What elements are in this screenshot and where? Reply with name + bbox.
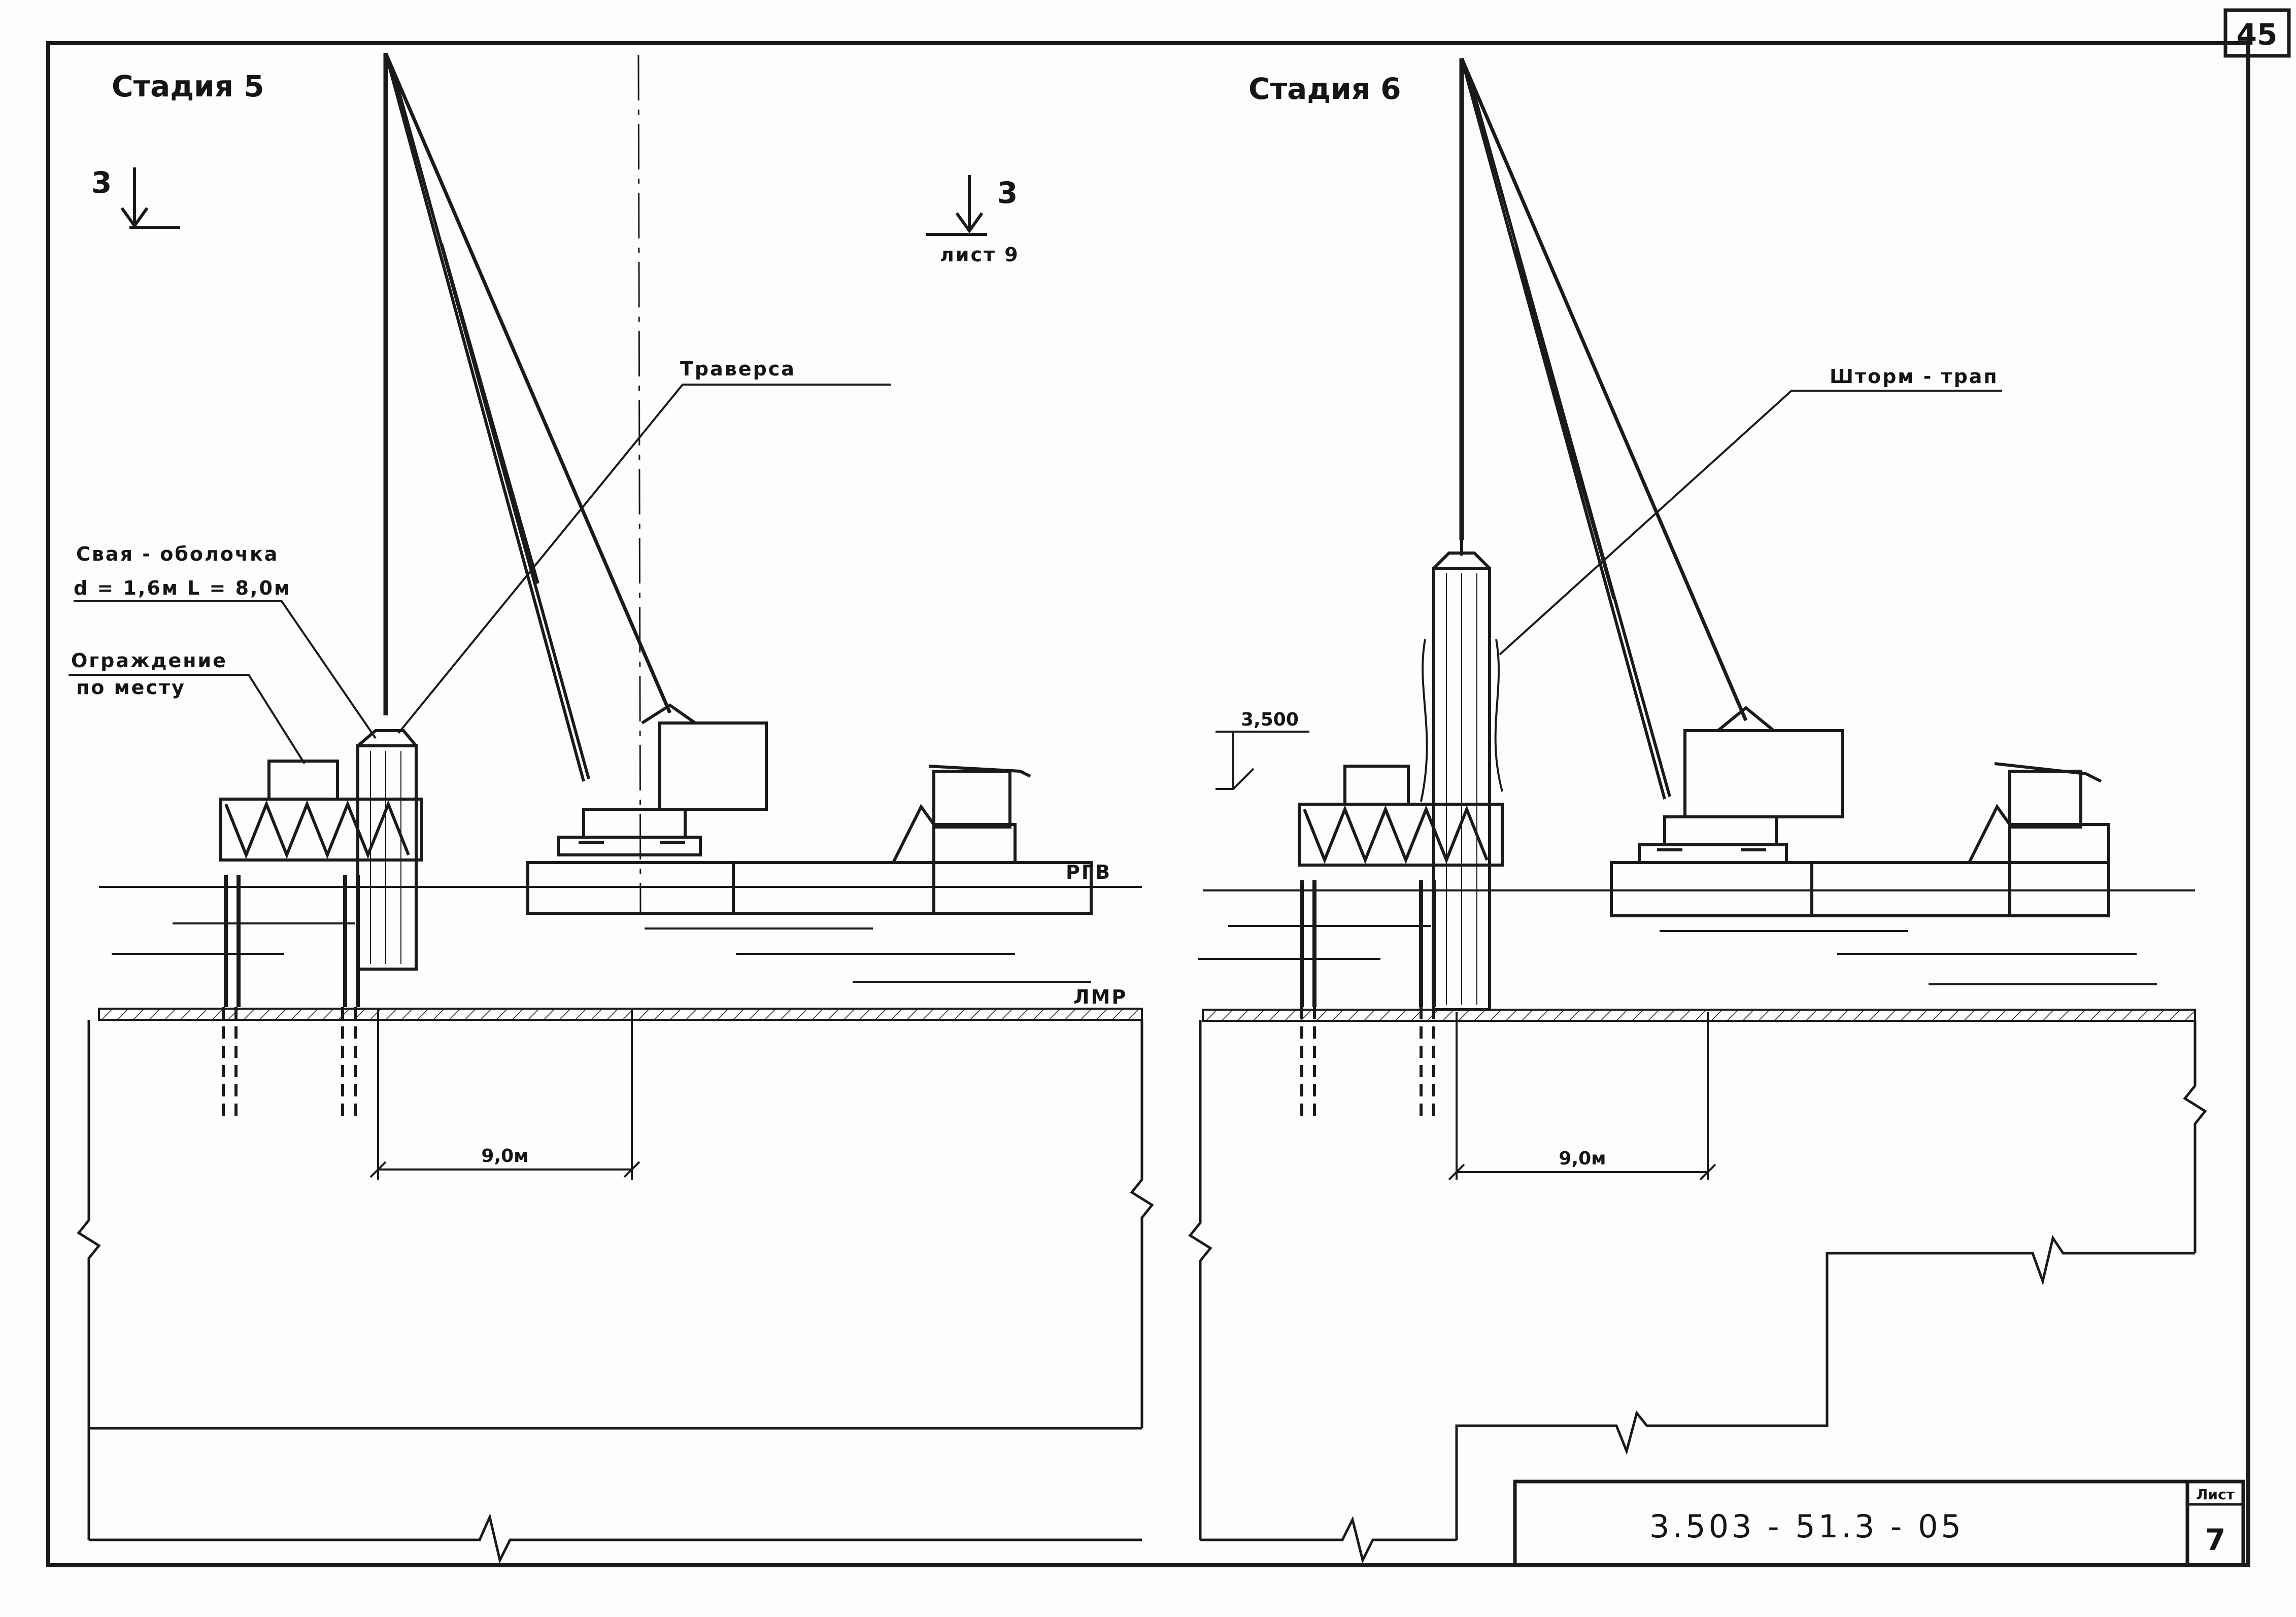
barge-stage-6 [1610, 762, 2110, 917]
label-storm-ladder: Шторм - трап [1830, 365, 1999, 388]
section-right-number: 3 [997, 176, 1018, 210]
label-fence-2: по месту [76, 676, 186, 699]
crane-stage-5 [383, 52, 768, 914]
label-pile-shell-1: Свая - оболочка [76, 543, 279, 565]
break-lines-stage-5 [77, 1020, 1154, 1564]
section-marker-left [120, 167, 180, 229]
label-fence-1: Ограждение [71, 649, 227, 672]
dimension-line-right [1448, 1012, 1716, 1181]
seabed-stage-5 [98, 1008, 1143, 1021]
label-pile-shell-2: d = 1,6м L = 8,0м [74, 577, 291, 599]
dimension-line-left [369, 1010, 640, 1180]
section-marker-right [926, 175, 987, 236]
leader-fence [69, 674, 306, 765]
leader-storm-ladder [1499, 390, 2002, 656]
water-level-high-left: РГВ [1066, 861, 1111, 883]
elevation-value: 3,500 [1241, 709, 1299, 730]
crane-stage-6 [1459, 57, 1844, 864]
pile-shell-stage-6 [1420, 540, 1503, 1011]
platform-stage-5 [219, 760, 423, 1116]
barge-stage-5 [526, 765, 1093, 915]
elevation-marker [1215, 731, 1309, 790]
section-left-number: 3 [91, 165, 112, 200]
water-stage-6 [1198, 889, 2195, 985]
seabed-stage-6 [1202, 1009, 2196, 1022]
stage-5-title: Стадия 5 [112, 69, 264, 104]
water-stage-5 [99, 886, 1142, 983]
leader-pile-shell [74, 600, 377, 739]
leader-traverse [397, 384, 891, 734]
dimension-right: 9,0м [1559, 1148, 1606, 1169]
sheet-number: 7 [2205, 1523, 2225, 1557]
label-traverse: Траверса [680, 358, 796, 380]
platform-stage-6 [1298, 765, 1504, 1116]
water-level-low-left: ЛМР [1073, 986, 1127, 1008]
break-lines-stage-6 [1188, 1020, 2207, 1564]
sheet-label: Лист [2196, 1486, 2235, 1503]
page-number: 45 [2237, 17, 2278, 52]
page-number-box [2223, 8, 2291, 58]
stage-6-title: Стадия 6 [1248, 72, 1401, 106]
sheet-frame [46, 41, 2250, 1567]
section-sheet-ref: лист 9 [940, 244, 1020, 266]
dimension-left: 9,0м [481, 1146, 528, 1166]
pile-shell-stage-5 [356, 729, 418, 971]
document-code: 3.503 - 51.3 - 05 [1649, 1508, 1964, 1545]
title-block [1513, 1480, 2245, 1567]
